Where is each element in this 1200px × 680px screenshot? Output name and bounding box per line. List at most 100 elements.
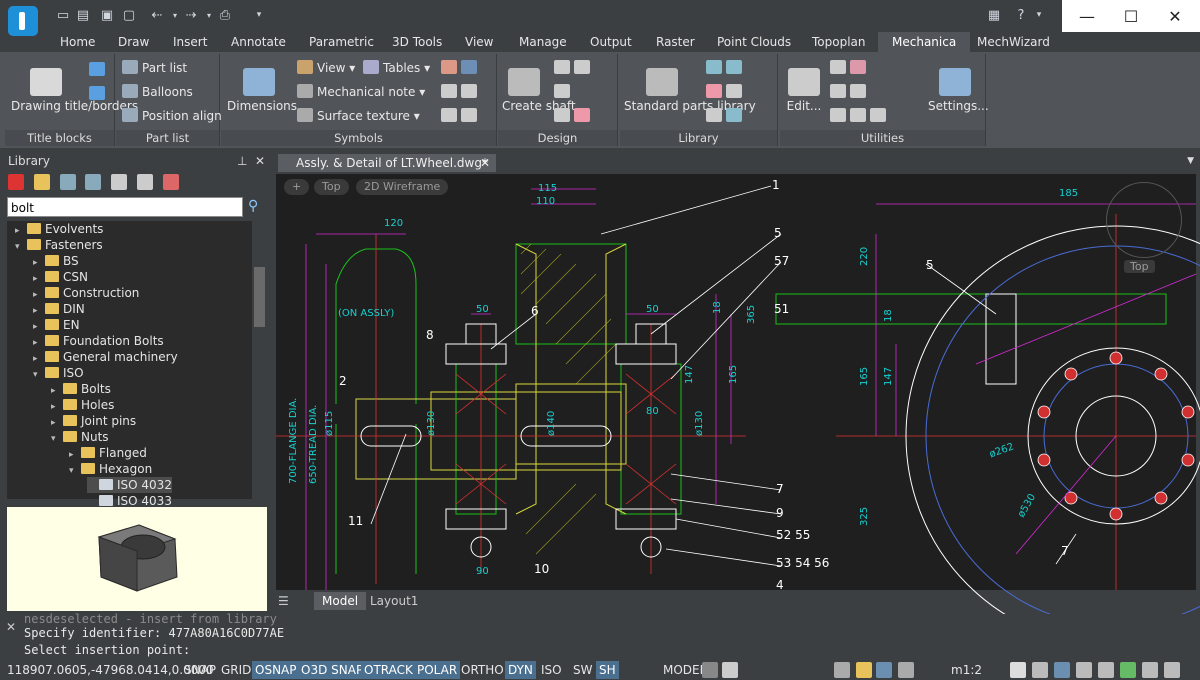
model-space-toggle[interactable]: MODEL bbox=[663, 663, 707, 677]
tree-item[interactable]: ▸Construction bbox=[33, 285, 139, 301]
status-toggle-snap[interactable]: SNAP bbox=[184, 663, 217, 677]
view-button[interactable]: View ▾ bbox=[297, 60, 355, 75]
delete-icon[interactable] bbox=[8, 174, 24, 190]
new-folder-icon[interactable] bbox=[33, 174, 50, 190]
viewcube-ring[interactable] bbox=[1106, 182, 1182, 258]
tree-item[interactable]: ▾Fasteners bbox=[15, 237, 103, 253]
settings-button[interactable]: Settings... bbox=[928, 68, 989, 113]
formula-tool-icon[interactable] bbox=[554, 84, 574, 99]
open-file-icon[interactable]: ▤ bbox=[76, 7, 90, 23]
zoom-extents-icon[interactable] bbox=[1076, 662, 1092, 678]
close-panel-icon[interactable]: ✕ bbox=[255, 154, 266, 168]
library-tool-icon[interactable] bbox=[706, 60, 746, 75]
tab-insert[interactable]: Insert bbox=[173, 35, 208, 49]
close-icon[interactable]: ✕ bbox=[1152, 0, 1198, 32]
close-document-icon[interactable]: ✕ bbox=[479, 156, 490, 170]
spring-tool-icon[interactable] bbox=[554, 108, 594, 123]
status-toggle-sw[interactable]: SW bbox=[573, 663, 593, 677]
workspace-icon[interactable]: ▦ bbox=[987, 7, 1001, 23]
help-icon[interactable]: ? bbox=[1017, 7, 1025, 23]
pointer-icon[interactable] bbox=[876, 662, 892, 678]
library-text-icon[interactable] bbox=[706, 108, 746, 123]
tree-item[interactable]: ▸General machinery bbox=[33, 349, 178, 365]
layout-tab-model[interactable]: Model bbox=[314, 592, 367, 610]
tree-item[interactable]: ▸Joint pins bbox=[51, 413, 136, 429]
collapse-icon[interactable]: ▾ bbox=[33, 370, 38, 380]
steering-icon[interactable] bbox=[1098, 662, 1114, 678]
create-shaft-button[interactable]: Create shaft bbox=[502, 68, 576, 113]
undo-icon[interactable]: ⇠ bbox=[151, 7, 163, 23]
drawing-title-borders-button[interactable]: Drawing title/borders bbox=[11, 68, 138, 113]
status-toggle-ortho[interactable]: ORTHO bbox=[461, 663, 504, 677]
tab-raster[interactable]: Raster bbox=[656, 35, 695, 49]
tree-item[interactable]: ▸EN bbox=[33, 317, 80, 333]
tree-item[interactable]: ▸DIN bbox=[33, 301, 85, 317]
minimize-icon[interactable]: — bbox=[1064, 0, 1110, 32]
tables-button[interactable]: Tables ▾ bbox=[363, 60, 430, 75]
undo-dropdown-icon[interactable]: ▾ bbox=[172, 10, 177, 20]
collapse-icon[interactable]: ▾ bbox=[51, 434, 56, 444]
expand-icon[interactable]: ▸ bbox=[51, 418, 56, 428]
hatch-tool-icon[interactable] bbox=[441, 108, 481, 123]
tab-point-clouds[interactable]: Point Clouds bbox=[717, 35, 792, 49]
tab-3d-tools[interactable]: 3D Tools bbox=[392, 35, 443, 49]
library-tool-5-icon[interactable] bbox=[162, 174, 179, 190]
expand-icon[interactable]: ▸ bbox=[51, 386, 56, 396]
document-tab[interactable]: Assly. & Detail of LT.Wheel.dwg* ✕ bbox=[278, 154, 496, 172]
tree-scrollbar-thumb[interactable] bbox=[254, 267, 265, 327]
expand-icon[interactable]: ▸ bbox=[33, 322, 38, 332]
orbit-icon[interactable] bbox=[1120, 662, 1136, 678]
tree-scrollbar[interactable] bbox=[252, 221, 267, 499]
ucs-icon[interactable] bbox=[898, 662, 914, 678]
collapse-icon[interactable]: ▾ bbox=[69, 466, 74, 476]
tree-item[interactable]: ▸Bolts bbox=[51, 381, 111, 397]
close-command-icon[interactable]: ✕ bbox=[6, 620, 17, 634]
status-toggle-iso[interactable]: ISO bbox=[541, 663, 562, 677]
tab-home[interactable]: Home bbox=[60, 35, 96, 49]
expand-icon[interactable]: ▸ bbox=[51, 402, 56, 412]
expand-icon[interactable]: ▸ bbox=[15, 226, 20, 236]
viewport-view-button[interactable]: Top bbox=[314, 179, 349, 195]
viewport-icon[interactable] bbox=[702, 662, 718, 678]
pin-icon[interactable]: ⊥ bbox=[237, 154, 248, 168]
tree-item[interactable]: ▸Foundation Bolts bbox=[33, 333, 164, 349]
search-icon[interactable]: ⚲ bbox=[248, 198, 259, 214]
utility-tool-icon[interactable] bbox=[830, 60, 870, 75]
part-list-button[interactable]: Part list bbox=[122, 60, 187, 75]
standard-parts-library-button[interactable]: Standard parts library bbox=[624, 68, 756, 113]
library-insert-icon[interactable] bbox=[706, 84, 746, 99]
annotation-scale[interactable]: m1:2 bbox=[951, 663, 983, 677]
customize-toolbar-icon[interactable]: ▾ bbox=[256, 10, 262, 20]
layout-menu-icon[interactable]: ☰ bbox=[278, 594, 289, 608]
library-tool-2-icon[interactable] bbox=[85, 174, 102, 190]
tree-item[interactable]: ▸BS bbox=[33, 253, 79, 269]
expand-icon[interactable]: ▸ bbox=[33, 306, 38, 316]
save-icon[interactable]: ▣ bbox=[100, 7, 114, 23]
expand-icon[interactable]: ▸ bbox=[69, 450, 74, 460]
symbol-tool-icon[interactable] bbox=[441, 60, 481, 75]
viewport-plus-button[interactable]: + bbox=[284, 179, 310, 195]
tree-item[interactable]: ▾Hexagon bbox=[69, 461, 152, 477]
viewcube-top-label[interactable]: Top bbox=[1124, 260, 1155, 273]
utility-line-icon[interactable] bbox=[830, 84, 870, 99]
edit-button[interactable]: Edit... bbox=[784, 68, 824, 113]
status-toggle-sh[interactable]: SH bbox=[596, 661, 619, 679]
tab-manage[interactable]: Manage bbox=[519, 35, 567, 49]
tab-mechanica[interactable]: Mechanica bbox=[878, 32, 971, 52]
fullscreen-icon[interactable] bbox=[1142, 662, 1158, 678]
viewport-style-button[interactable]: 2D Wireframe bbox=[356, 179, 449, 195]
library-tree[interactable]: ▸Evolvents▾Fasteners▸BS▸CSN▸Construction… bbox=[7, 221, 267, 508]
command-prompt[interactable]: Select insertion point: bbox=[24, 643, 191, 657]
help-dropdown-icon[interactable]: ▾ bbox=[1036, 10, 1042, 20]
maximize-icon[interactable]: ☐ bbox=[1108, 0, 1154, 32]
lightbulb-icon[interactable] bbox=[856, 662, 872, 678]
expand-icon[interactable]: ▸ bbox=[33, 354, 38, 364]
expand-icon[interactable]: ▸ bbox=[33, 258, 38, 268]
tree-item[interactable]: ▸Holes bbox=[51, 397, 114, 413]
tree-item[interactable]: ▸Flanged bbox=[69, 445, 147, 461]
design-tool-icon[interactable] bbox=[554, 60, 594, 75]
mechanical-note-button[interactable]: Mechanical note ▾ bbox=[297, 84, 425, 99]
utility-hide-icon[interactable] bbox=[830, 108, 890, 123]
tree-item[interactable]: ▾ISO bbox=[33, 365, 84, 381]
expand-icon[interactable]: ▸ bbox=[33, 338, 38, 348]
